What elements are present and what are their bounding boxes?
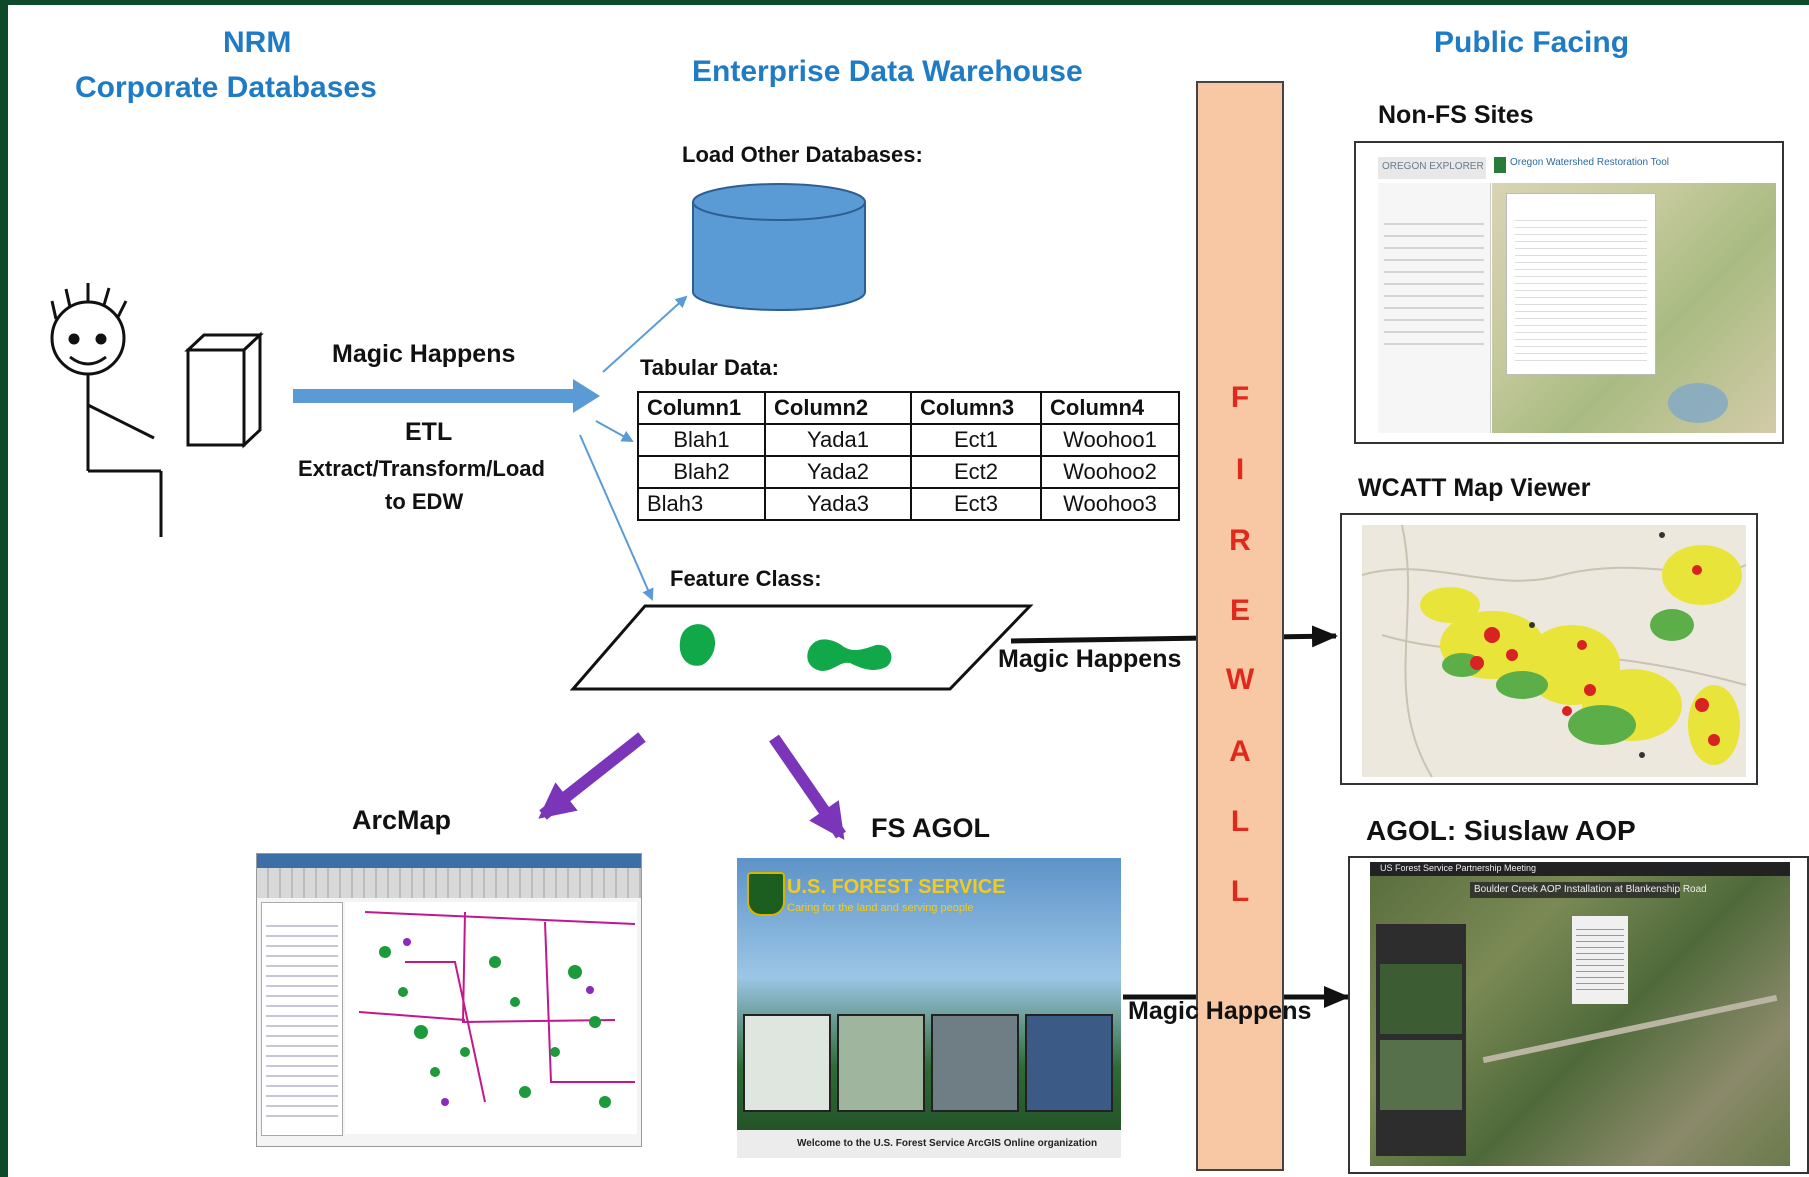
- edw-header: Enterprise Data Warehouse: [692, 55, 1083, 88]
- fs-brand: U.S. FOREST SERVICE: [787, 876, 1006, 898]
- fs-agol-screenshot: U.S. FOREST SERVICE Caring for the land …: [737, 858, 1121, 1158]
- feature-class-plane-icon: [569, 604, 1034, 691]
- firewall-letter: W: [1225, 663, 1255, 696]
- oregon-explorer-brand: OREGON EXPLORER: [1382, 161, 1484, 172]
- table-cell: Woohoo2: [1040, 455, 1180, 489]
- firewall-bar: F I R E W A L L: [1196, 81, 1284, 1171]
- wcatt-label: WCATT Map Viewer: [1358, 474, 1591, 502]
- table-cell: Woohoo3: [1040, 487, 1180, 521]
- firewall-letter: R: [1229, 524, 1251, 557]
- nrm-header-subtitle: Corporate Databases: [75, 71, 377, 104]
- fs-agol-label: FS AGOL: [871, 813, 990, 843]
- server-icon: [184, 331, 264, 449]
- fs-tagline: Caring for the land and serving people: [787, 902, 974, 914]
- table-cell: Yada1: [764, 423, 912, 457]
- firewall-letter: A: [1229, 735, 1251, 768]
- table-cell: Ect3: [910, 487, 1042, 521]
- public-facing-header: Public Facing: [1434, 26, 1630, 59]
- diagram-canvas: NRM Corporate Databases Enterprise Data …: [8, 5, 1809, 1177]
- firewall-letter: L: [1230, 875, 1250, 908]
- table-cell: Yada3: [764, 487, 912, 521]
- table-cell: Yada2: [764, 455, 912, 489]
- table-cell: Woohoo1: [1040, 423, 1180, 457]
- flow-arrows: [293, 295, 1350, 1008]
- siuslaw-label: AGOL: Siuslaw AOP: [1366, 815, 1636, 846]
- database-cylinder-icon: [692, 183, 866, 311]
- forest-service-shield-icon: [747, 872, 785, 916]
- table-cell: Blah3: [637, 487, 766, 521]
- fs-agol-welcome: Welcome to the U.S. Forest Service ArcGI…: [797, 1138, 1098, 1149]
- arcmap-label: ArcMap: [352, 805, 452, 835]
- table-header-cell: Column1: [637, 391, 766, 425]
- feature-magic-label: Magic Happens: [996, 645, 1184, 674]
- load-other-databases-label: Load Other Databases:: [682, 142, 923, 167]
- tabular-data-label: Tabular Data:: [640, 355, 779, 380]
- firewall-letter: L: [1230, 805, 1250, 838]
- feature-class-label: Feature Class:: [670, 566, 822, 591]
- tabular-data-table: Column1 Column2 Column3 Column4 Blah1 Ya…: [637, 391, 1180, 521]
- etl-label: ETL: [405, 418, 453, 446]
- arcmap-screenshot: [256, 853, 642, 1147]
- table-cell: Ect2: [910, 455, 1042, 489]
- app-logo-icon: [1494, 157, 1506, 173]
- tool-title: Oregon Watershed Restoration Tool: [1510, 157, 1669, 168]
- firewall-letter: I: [1235, 453, 1245, 486]
- siuslaw-caption: Boulder Creek AOP Installation at Blanke…: [1474, 884, 1707, 895]
- non-fs-sites-screenshot: OREGON EXPLORER Oregon Watershed Restora…: [1354, 141, 1784, 444]
- table-header-cell: Column3: [910, 391, 1042, 425]
- table-cell: Blah1: [637, 423, 766, 457]
- firewall-letter: E: [1229, 594, 1250, 627]
- etl-target: to EDW: [385, 489, 464, 514]
- nrm-header: NRM: [223, 26, 292, 59]
- table-row: Blah1 Yada1 Ect1 Woohoo1: [637, 423, 1180, 457]
- user-stick-figure-icon: [50, 283, 163, 537]
- table-row: Blah2 Yada2 Ect2 Woohoo2: [637, 455, 1180, 489]
- table-header-cell: Column2: [764, 391, 912, 425]
- table-cell: Ect1: [910, 423, 1042, 457]
- agol-magic-label: Magic Happens: [1128, 997, 1312, 1025]
- wcatt-map-screenshot: [1340, 513, 1758, 785]
- table-header-cell: Column4: [1040, 391, 1180, 425]
- firewall-letter: F: [1230, 381, 1250, 414]
- etl-magic-label: Magic Happens: [332, 340, 516, 368]
- table-row: Blah3 Yada3 Ect3 Woohoo3: [637, 487, 1180, 521]
- siuslaw-app-bar: US Forest Service Partnership Meeting: [1380, 863, 1537, 873]
- non-fs-sites-label: Non-FS Sites: [1378, 101, 1534, 129]
- siuslaw-aop-screenshot: US Forest Service Partnership Meeting Bo…: [1348, 856, 1809, 1174]
- etl-description: Extract/Transform/Load: [298, 456, 545, 481]
- table-header-row: Column1 Column2 Column3 Column4: [637, 391, 1180, 425]
- table-cell: Blah2: [637, 455, 766, 489]
